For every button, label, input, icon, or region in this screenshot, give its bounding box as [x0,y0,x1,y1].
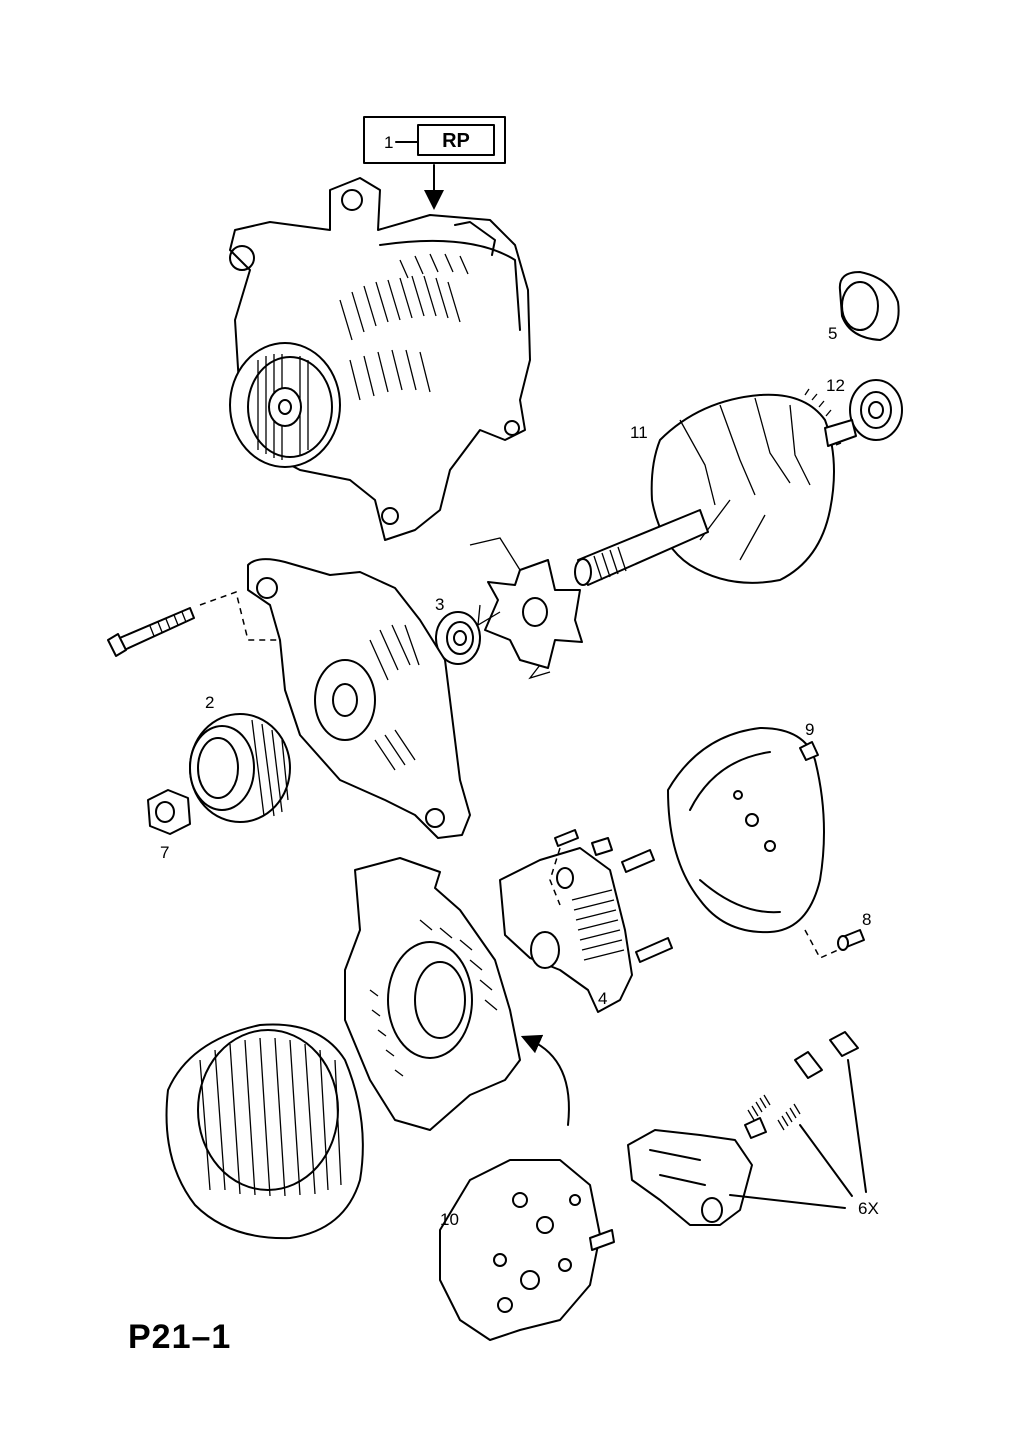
rp-code: RP [442,130,470,152]
slip-ring-bracket [344,857,570,1131]
alternator-assembly [229,177,531,541]
callout-12: 12 [826,376,845,395]
callout-10: 10 [440,1210,459,1229]
callout-11: 11 [630,423,648,442]
through-bolt [107,591,280,657]
alternator-pulley [229,342,341,468]
callout-6x: 6X [858,1199,879,1218]
rp-code-frame [417,124,495,156]
rp-item-number: 1 [384,133,393,152]
callout-2: 2 [205,693,214,712]
callout-7: 7 [160,843,169,862]
pulley-2: 2 [189,693,291,823]
alternator-housing-slots [339,253,469,401]
bearing-12: 12 [826,376,903,441]
nut-7: 7 [147,789,191,862]
rotor-11: 11 [574,388,857,586]
callout-4: 4 [598,989,607,1008]
callout-5: 5 [828,324,837,343]
callout-9: 9 [805,720,814,739]
regulator-4: 4 [499,829,673,1013]
fan [469,537,583,680]
rear-cover-9: 9 [667,720,825,934]
screw-8: 8 [804,910,871,959]
brush-holder-6x: 6X [627,1031,879,1226]
bearing-3: 3 [435,595,481,665]
callout-3: 3 [435,595,444,614]
page-code: P21–1 [128,1318,232,1356]
rp-reference-box: 1 RP [363,116,506,210]
bearing-5: 5 [828,271,900,343]
drive-end-bracket [247,558,471,839]
rectifier-10: 10 [439,1159,615,1341]
callout-8: 8 [862,910,871,929]
stator [165,1023,364,1240]
